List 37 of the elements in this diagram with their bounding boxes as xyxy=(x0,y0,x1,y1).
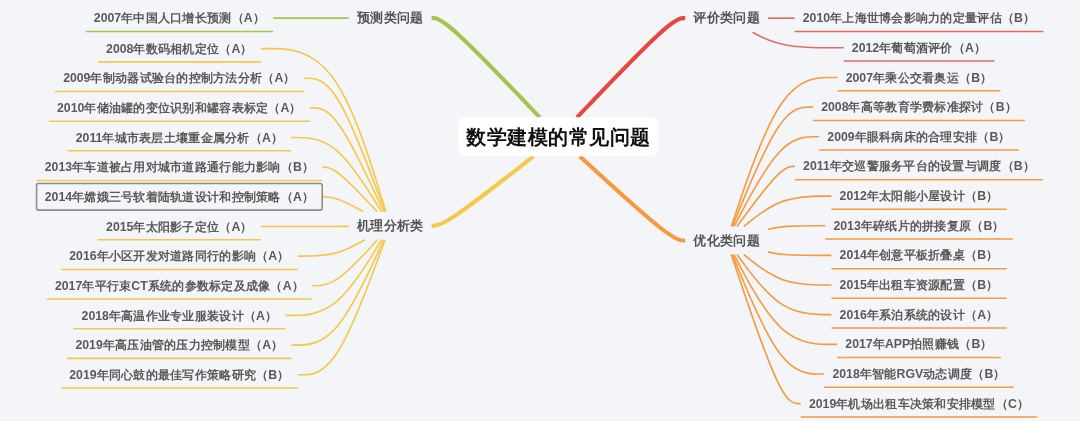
connector xyxy=(575,16,686,119)
connector xyxy=(431,154,535,228)
connector xyxy=(730,76,839,228)
connector xyxy=(767,17,796,19)
connector xyxy=(296,238,366,257)
connector xyxy=(296,238,386,376)
connector xyxy=(321,196,365,213)
connector xyxy=(284,238,383,317)
connector xyxy=(736,165,796,228)
connector xyxy=(736,253,833,316)
connector xyxy=(743,195,833,228)
node-box: 2014年嫦娥三号软着陆轨道设计和控制策略（A） xyxy=(35,182,323,211)
connector xyxy=(731,253,826,375)
connector xyxy=(290,238,385,346)
connector xyxy=(311,238,379,287)
node-text: 优化类问题 xyxy=(693,232,760,248)
node-box: 数学建模的常见问题 xyxy=(458,117,659,157)
connector xyxy=(309,107,385,213)
connector xyxy=(272,17,350,19)
connector xyxy=(303,77,386,213)
node-text: 评价类问题 xyxy=(693,10,760,26)
connector xyxy=(743,253,833,286)
connector xyxy=(733,253,838,346)
connector xyxy=(767,250,833,257)
connector xyxy=(730,253,802,405)
connector xyxy=(731,106,814,228)
connector xyxy=(578,154,686,243)
connector xyxy=(733,135,820,228)
connector xyxy=(431,16,542,119)
node-text: 预测类问题 xyxy=(356,10,424,26)
connector xyxy=(260,47,387,213)
connector xyxy=(260,225,350,228)
connector xyxy=(767,224,827,231)
connector xyxy=(751,31,845,49)
connector xyxy=(321,166,378,213)
node-text: 机理分析类 xyxy=(356,217,424,234)
connector xyxy=(290,136,383,213)
